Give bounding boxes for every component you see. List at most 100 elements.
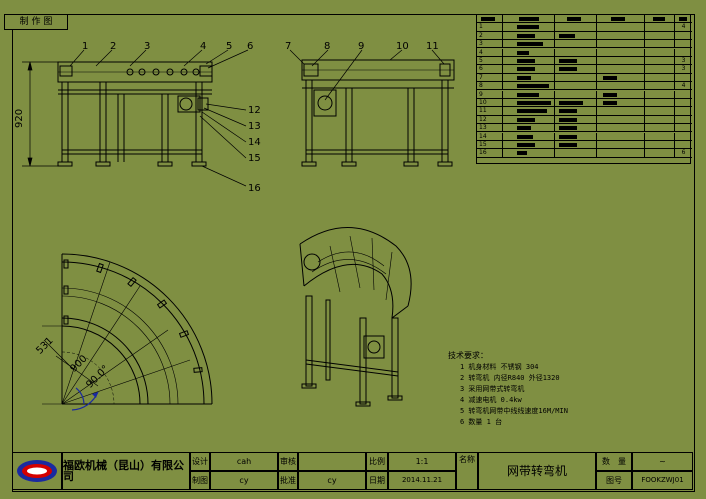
bom-row-number: 15 xyxy=(479,140,487,148)
bom-row-qty: 6 xyxy=(681,149,686,157)
side-leaders xyxy=(289,49,445,101)
label-scale: 比例 xyxy=(366,452,388,471)
title-block: 福欧机械（昆山）有限公司 设计 cah 审核 制图 cy 批准 cy 比例 1:… xyxy=(12,452,693,490)
bom-row-number: 16 xyxy=(479,149,487,157)
bom-row-qty: 3 xyxy=(681,65,686,73)
callout-2: 2 xyxy=(110,41,116,52)
height-dimension xyxy=(22,61,60,167)
bom-row: 9 xyxy=(477,90,692,99)
dim-width: 900 xyxy=(68,353,89,374)
date-value: 2014.11.21 xyxy=(388,471,456,490)
bom-row-qty: 3 xyxy=(681,56,686,64)
bom-row: 13 xyxy=(477,124,692,133)
label-code: 图号 xyxy=(596,471,632,490)
drafter-value: cy xyxy=(210,471,278,490)
tech-note-6: 6 数量 1 台 xyxy=(460,418,503,426)
bom-row: 2 xyxy=(477,31,692,40)
callout-16: 16 xyxy=(248,183,261,194)
callout-5: 5 xyxy=(226,41,232,52)
tech-note-1: 1 机身材料 不锈钢 304 xyxy=(460,363,539,371)
bom-row-number: 2 xyxy=(479,31,483,39)
front-leaders xyxy=(69,49,249,187)
code-value: FOOKZWJ01 xyxy=(632,471,693,490)
dim-angle: 90.0° xyxy=(84,364,111,391)
tech-note-3: 3 采用网带式转弯机 xyxy=(460,385,525,393)
bom-row-number: 9 xyxy=(479,90,483,98)
outer-frame xyxy=(12,14,695,492)
company-logo-icon xyxy=(17,460,57,482)
plan-view xyxy=(42,253,213,411)
label-draw: 制图 xyxy=(190,471,210,490)
logo-cell xyxy=(12,452,62,490)
tech-notes-title: 技术要求： xyxy=(448,351,488,360)
front-view xyxy=(57,61,213,167)
dim-920: 920 xyxy=(14,109,25,128)
front-chain-links xyxy=(126,68,200,76)
label-design: 设计 xyxy=(190,452,210,471)
company-name-cell: 福欧机械（昆山）有限公司 xyxy=(62,452,190,490)
designer-value: cah xyxy=(210,452,278,471)
callout-10: 10 xyxy=(396,41,409,52)
tech-note-4: 4 减速电机 0.4kw xyxy=(460,396,522,404)
dim-radius: 531 xyxy=(34,335,55,356)
label-approve: 批准 xyxy=(278,471,298,490)
bom-row-number: 12 xyxy=(479,115,487,123)
callout-12: 12 xyxy=(248,105,261,116)
bom-row-number: 3 xyxy=(479,40,483,48)
checker-value xyxy=(298,452,366,471)
tech-note-2: 2 转弯机 内径R840 外径1320 xyxy=(460,374,560,382)
callout-1: 1 xyxy=(82,41,88,52)
bom-row-number: 6 xyxy=(479,65,483,73)
tech-note-5: 5 转弯机网带中线线速度16M/MIN xyxy=(460,407,568,415)
company-name: 福欧机械（昆山）有限公司 xyxy=(63,459,184,483)
bom-row: 4 xyxy=(477,48,692,57)
header-tab: 制 作 图 xyxy=(4,14,68,30)
header-tab-label: 制 作 图 xyxy=(19,16,53,27)
bom-header-row xyxy=(477,15,692,24)
bom-row: 12 xyxy=(477,115,692,124)
bom-row: 14 xyxy=(477,132,692,141)
bom-row: 15 xyxy=(477,140,692,150)
drawing-name: 网带转弯机 xyxy=(506,464,567,478)
scale-value: 1:1 xyxy=(388,452,456,471)
bom-row-number: 8 xyxy=(479,82,483,90)
approver-value: cy xyxy=(298,471,366,490)
qty-value: ~ xyxy=(632,452,693,471)
bom-row: 11 xyxy=(477,107,692,116)
callout-11: 11 xyxy=(426,41,439,52)
bom-row-number: 10 xyxy=(479,98,487,106)
callout-15: 15 xyxy=(248,153,261,164)
bom-row-number: 4 xyxy=(479,48,483,56)
bom-row-qty: 4 xyxy=(681,82,686,90)
bom-row: 10 xyxy=(477,98,692,108)
bom-row: 16 6 xyxy=(477,149,692,158)
bom-row-number: 7 xyxy=(479,73,483,81)
callout-13: 13 xyxy=(248,121,261,132)
label-date: 日期 xyxy=(366,471,388,490)
side-view xyxy=(301,59,455,167)
bom-row-qty: 4 xyxy=(681,23,686,31)
bom-row-number: 14 xyxy=(479,132,487,140)
drawing-name-cell: 网带转弯机 xyxy=(478,452,596,490)
bom-row: 7 xyxy=(477,73,692,82)
callout-8: 8 xyxy=(324,41,330,52)
plan-rollers xyxy=(63,259,203,373)
label-qty: 数 量 xyxy=(596,452,632,471)
bom-row-number: 5 xyxy=(479,56,483,64)
label-check: 审核 xyxy=(278,452,298,471)
label-name: 名称 xyxy=(456,452,478,490)
bom-row-number: 11 xyxy=(479,107,487,115)
callout-3: 3 xyxy=(144,41,150,52)
callout-7: 7 xyxy=(285,41,291,52)
bom-row-number: 1 xyxy=(479,23,483,31)
callout-9: 9 xyxy=(358,41,364,52)
bom-row-number: 13 xyxy=(479,124,487,132)
bom-row: 3 xyxy=(477,40,692,49)
isometric-view xyxy=(299,227,412,407)
